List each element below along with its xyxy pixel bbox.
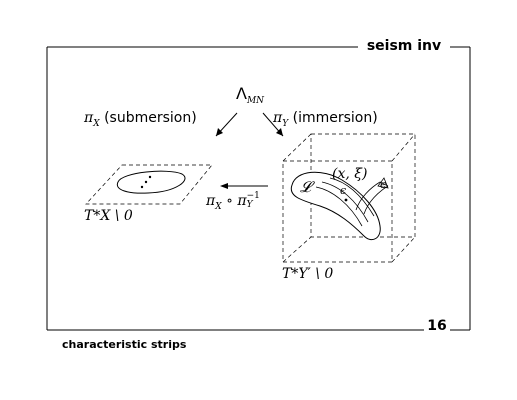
left-plane [85, 164, 213, 205]
lambda-symbol: Λ [236, 84, 247, 103]
strip-2 [321, 181, 369, 223]
left-dot-1 [140, 185, 144, 189]
pi-y-subscript: Y [282, 118, 289, 129]
left-dot-2 [144, 180, 148, 184]
epsilon-tube-edge-1 [355, 181, 381, 211]
pi-x-subscript: X [93, 118, 100, 129]
slide-title: seism inv [358, 38, 450, 54]
strip-1 [315, 186, 363, 227]
page-number: 16 [424, 318, 450, 334]
composite-pi-y-sub: Y [246, 200, 253, 210]
pi-x-symbol: π [84, 110, 94, 126]
epsilon-arrow-head [377, 177, 389, 189]
composite-pi-y: π [237, 193, 247, 209]
arrow-pi-y-head [276, 128, 283, 136]
point-x-xi [344, 198, 348, 202]
composition-operator: ∘ [226, 193, 233, 209]
composite-pi-y-sup: −1 [246, 191, 260, 201]
left-dot-3 [148, 175, 152, 179]
lagrangian-surface [290, 171, 381, 241]
point-label: (x, ξ) [332, 166, 368, 182]
composite-pi-x-sub: X [215, 201, 222, 212]
left-arrow-label: πX (submersion) [84, 110, 197, 129]
epsilon-far-label: ϵ [380, 178, 387, 191]
arrow-pi-x-head [216, 128, 223, 136]
epsilon-near-label: ϵ [340, 184, 347, 197]
lambda-subscript: MN [246, 96, 265, 107]
strip-3 [329, 177, 375, 217]
left-space-label: T*X \ 0 [84, 208, 133, 224]
right-space-label: T*Y′ \ 0 [282, 266, 334, 282]
composite-pi-x: π [206, 193, 216, 209]
section-title: characteristic strips [62, 338, 187, 351]
top-node-lambda: ΛMN [236, 84, 264, 106]
right-arrow-label: πY (immersion) [273, 110, 378, 129]
pi-y-symbol: π [273, 110, 283, 126]
immersion-annotation: (immersion) [292, 110, 378, 126]
submersion-annotation: (submersion) [104, 110, 197, 126]
surface-label: 𝓛 [300, 178, 311, 196]
left-region [116, 170, 186, 194]
arrow-composite-head [220, 183, 228, 189]
